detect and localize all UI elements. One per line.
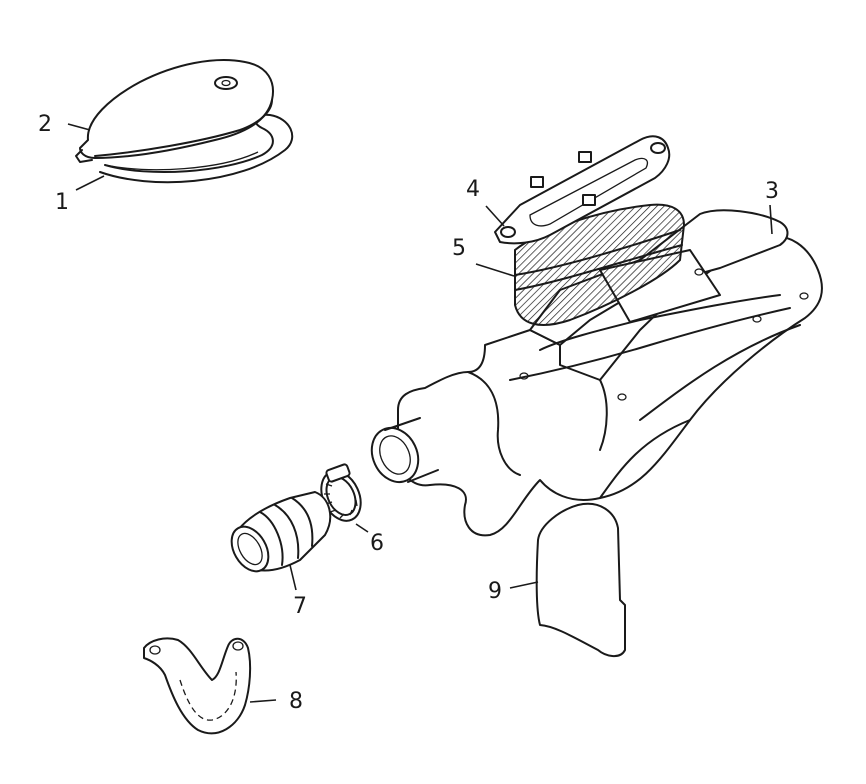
part-4-filter-frame bbox=[494, 135, 671, 245]
callout-9: 9 bbox=[488, 579, 502, 604]
part-8-bracket bbox=[143, 637, 252, 735]
callout-6: 6 bbox=[370, 531, 384, 556]
callout-2: 2 bbox=[38, 112, 52, 137]
frame-clip-icon bbox=[582, 194, 596, 206]
callout-3: 3 bbox=[765, 179, 779, 204]
part-7-intake-boot bbox=[230, 491, 332, 573]
callout-5: 5 bbox=[452, 236, 466, 261]
callout-7: 7 bbox=[293, 594, 307, 619]
clamp-screw-icon bbox=[325, 463, 351, 483]
callout-1: 1 bbox=[55, 190, 69, 215]
part-2-filter-cover bbox=[75, 59, 274, 163]
airbox-spigot bbox=[370, 426, 420, 484]
frame-clip-icon bbox=[530, 176, 544, 188]
part-9-cover-plate bbox=[535, 502, 626, 657]
part-5-filter-element bbox=[514, 203, 686, 326]
callout-4: 4 bbox=[466, 177, 480, 202]
frame-clip-icon bbox=[578, 151, 592, 163]
cover-screw-icon bbox=[214, 76, 238, 90]
callout-8: 8 bbox=[289, 689, 303, 714]
leader-lines bbox=[67, 123, 773, 703]
callout-numbers: 1 2 3 4 5 6 7 8 9 bbox=[38, 112, 779, 714]
